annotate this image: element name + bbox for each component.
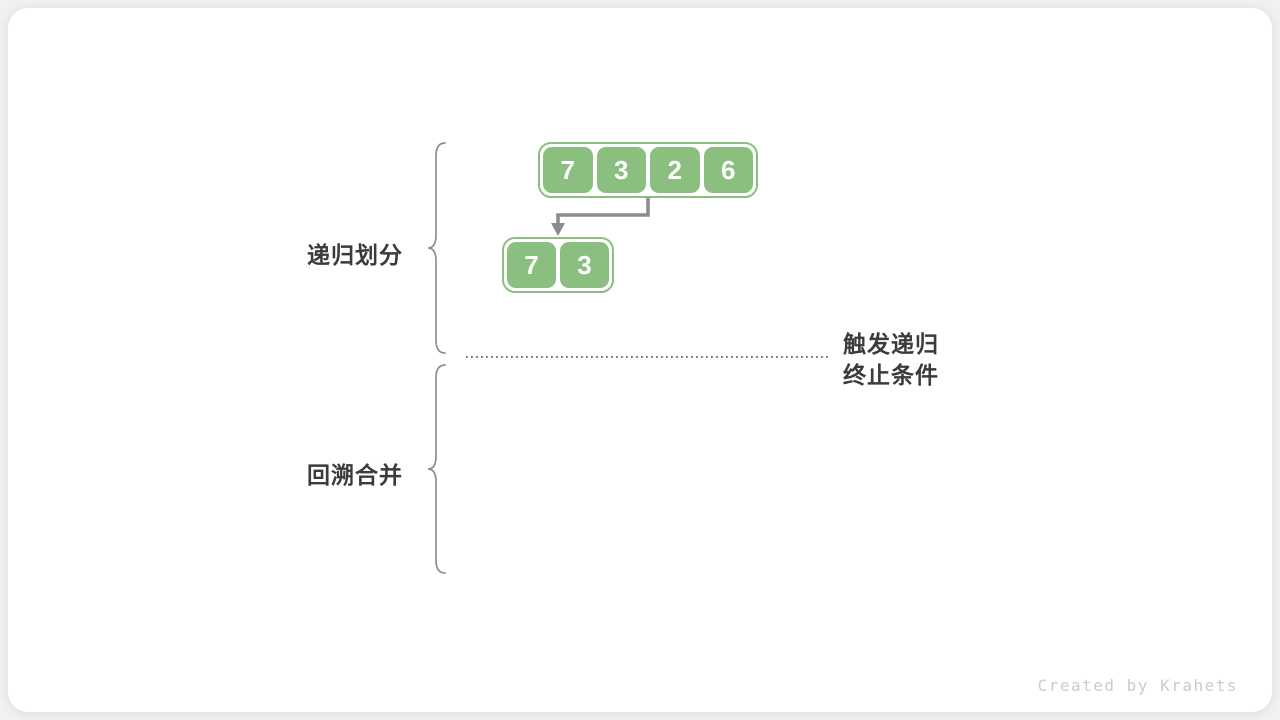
array-cell: 3: [560, 242, 609, 288]
array-cell: 6: [703, 147, 753, 193]
array-cell: 7: [543, 147, 593, 193]
array-cell: 2: [650, 147, 700, 193]
phase-label-recursive-divide: 递归划分: [307, 242, 403, 268]
array-bottom-subarray: 7 3: [502, 237, 614, 293]
termination-annotation: 触发递归 终止条件: [843, 329, 939, 391]
phase-label-backtrack-merge: 回溯合并: [307, 462, 403, 488]
termination-annotation-line1: 触发递归: [843, 331, 939, 357]
array-cell: 3: [596, 147, 646, 193]
watermark-credit: Created by Krahets: [1037, 676, 1238, 695]
array-cell: 7: [507, 242, 556, 288]
diagram-card: [8, 8, 1272, 712]
array-top: 7 3 2 6: [538, 142, 758, 198]
termination-annotation-line2: 终止条件: [843, 362, 939, 388]
